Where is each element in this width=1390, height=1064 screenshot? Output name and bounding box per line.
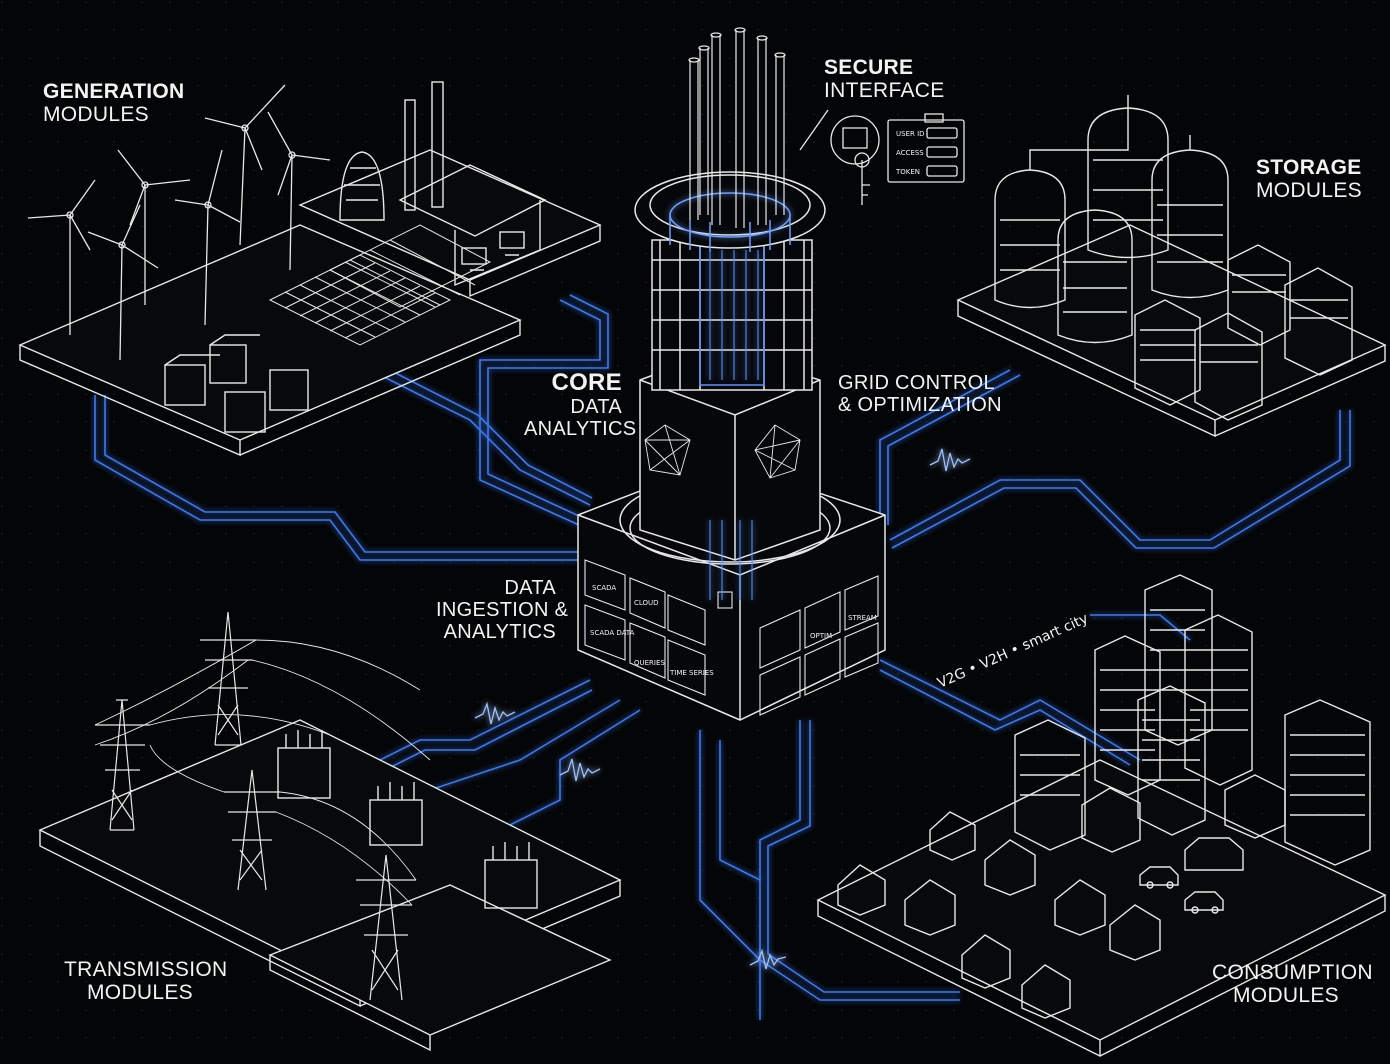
transmission-modules-label: TRANSMISSION MODULES [64, 958, 228, 1005]
transmission-subtitle: MODULES [87, 981, 193, 1005]
screen-queries: QUERIES [634, 659, 665, 667]
transmission-title: TRANSMISSION [64, 958, 228, 981]
screen-cloud: CLOUD [634, 599, 659, 607]
consumption-modules-label: CONSUMPTION MODULES [1212, 961, 1373, 1008]
house-icon [837, 774, 1286, 1019]
secure-subtitle: INTERFACE [824, 79, 945, 103]
screen-stream: STREAM [848, 614, 877, 622]
core-title: CORE [551, 369, 622, 396]
screen-time-series: TIME SERIES [669, 669, 714, 677]
screen-scada: SCADA [592, 584, 616, 592]
storage-title: STORAGE [1256, 156, 1362, 179]
control-rods [688, 27, 786, 228]
generation-modules-label: GENERATION MODULES [43, 80, 184, 126]
consumption-module [816, 574, 1387, 1058]
core-tower [577, 27, 886, 721]
generation-title: GENERATION [43, 80, 185, 103]
solar-array-icon [268, 224, 492, 346]
car-icon [1139, 837, 1244, 914]
storage-tank-icon [994, 95, 1229, 344]
transmission-module [38, 611, 622, 1052]
skyscraper-icon [1014, 574, 1371, 866]
grid-line1: GRID CONTROL [838, 372, 995, 394]
screen-scada-data: SCADA DATA [590, 629, 635, 637]
user-id-field: USER ID [896, 130, 925, 138]
wind-turbine-icon [27, 84, 331, 361]
access-field: ACCESS [896, 149, 924, 157]
storage-subtitle: MODULES [1256, 179, 1362, 203]
core-screens [584, 559, 879, 716]
power-plant-icon [339, 81, 547, 287]
storage-modules-label: STORAGE MODULES [1256, 156, 1362, 202]
transformer-icon [277, 730, 538, 909]
generation-module [18, 81, 602, 457]
core-line3: ANALYTICS [524, 418, 637, 441]
consumption-title: CONSUMPTION [1212, 961, 1373, 984]
secure-interface-panel [799, 109, 965, 205]
data-ingestion-label: DATA INGESTION & ANALYTICS [436, 577, 569, 643]
token-field: TOKEN [895, 168, 920, 176]
ingestion-line1: DATA [504, 577, 556, 599]
storage-module [956, 95, 1387, 438]
secure-title: SECURE [824, 56, 914, 79]
core-line2: DATA [570, 396, 622, 419]
power-lines [94, 639, 431, 906]
ingestion-line3: ANALYTICS [443, 621, 556, 643]
core-analytics-label: CORE DATA ANALYTICS [524, 369, 637, 441]
consumption-subtitle: MODULES [1233, 984, 1339, 1008]
signal-waveforms [474, 448, 971, 970]
grid-control-label: GRID CONTROL & OPTIMIZATION [838, 372, 1002, 416]
generation-subtitle: MODULES [43, 103, 149, 127]
grid-line2: & OPTIMIZATION [838, 394, 1002, 416]
inverter-icon [164, 334, 309, 433]
battery-rack-icon [1134, 244, 1353, 421]
screen-optim: OPTIM [810, 632, 832, 640]
secure-interface-label: SECURE INTERFACE [824, 56, 945, 102]
network-graph-icon [644, 424, 801, 479]
transmission-tower-icon [95, 611, 416, 1001]
ingestion-line2: INGESTION & [436, 599, 569, 621]
